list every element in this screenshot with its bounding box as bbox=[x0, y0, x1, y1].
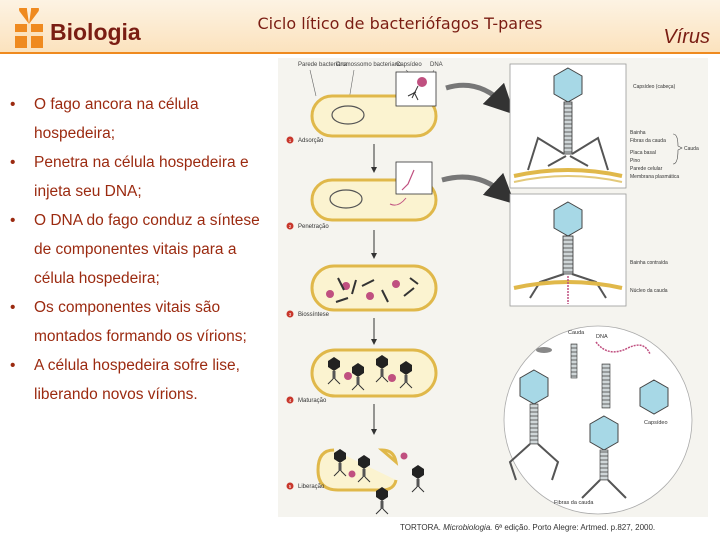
step3-cell bbox=[312, 266, 436, 310]
citation-work: Microbiologia. bbox=[443, 523, 492, 532]
step5-cell bbox=[318, 449, 424, 514]
detail1-label-fibers: Fibras da cauda bbox=[630, 138, 666, 144]
label-capsid-top: Capsídeo bbox=[396, 62, 422, 68]
step3-label: Biossíntese bbox=[298, 312, 330, 318]
detail1-label-tail: Cauda bbox=[684, 146, 699, 152]
step4-cell bbox=[312, 350, 436, 396]
brand-name: Biologia bbox=[50, 19, 141, 46]
step5-label: Liberação bbox=[298, 484, 325, 490]
assembly-label-tail: Cauda bbox=[568, 330, 585, 336]
detail-panel-penetration bbox=[510, 194, 626, 306]
detail1-label-capsid: Capsídeo (cabeça) bbox=[633, 84, 676, 90]
step4-label: Maturação bbox=[298, 398, 327, 404]
detail-panel-adsorption bbox=[510, 64, 626, 188]
detail2-label-core: Núcleo da cauda bbox=[630, 288, 668, 294]
assembly-diagram: Cauda DNA Capsídeo Fibras da cauda bbox=[504, 326, 692, 514]
bullet-item: A célula hospedeira sofre lise, liberand… bbox=[10, 351, 272, 409]
step1-label: Adsorção bbox=[298, 138, 324, 144]
step2-cell bbox=[312, 162, 436, 220]
header-divider bbox=[0, 52, 720, 54]
lytic-cycle-figure: Parede bacteriana Cromossomo bacteriano … bbox=[278, 58, 708, 517]
bullet-item: Penetra na célula hospedeira e injeta se… bbox=[10, 148, 272, 206]
label-chromosome: Cromossomo bacteriano bbox=[336, 62, 402, 68]
detail1-label-pin: Pino bbox=[630, 158, 640, 164]
bullet-item: O DNA do fago conduz a síntese de compon… bbox=[10, 206, 272, 293]
bullet-list: O fago ancora na célula hospedeira; Pene… bbox=[10, 90, 272, 409]
assembly-label-capsid: Capsídeo bbox=[644, 420, 668, 426]
label-dna-top: DNA bbox=[430, 62, 443, 68]
citation-author: TORTORA. bbox=[400, 523, 441, 532]
slide-title: Ciclo lítico de bacteriófagos T-pares bbox=[200, 14, 600, 33]
detail1-label-sheath: Bainha bbox=[630, 130, 646, 136]
step2-label: Penetração bbox=[298, 224, 329, 230]
assembly-label-fibers: Fibras da cauda bbox=[554, 500, 594, 506]
citation: TORTORA. Microbiologia. 6ª edição. Porto… bbox=[400, 523, 655, 532]
section-label: Vírus bbox=[663, 26, 710, 49]
citation-rest: 6ª edição. Porto Alegre: Artmed. p.827, … bbox=[495, 523, 655, 532]
detail1-label-wall: Parede celular bbox=[630, 166, 663, 172]
step1-cell bbox=[312, 72, 436, 136]
bullet-item: Os componentes vitais são montados forma… bbox=[10, 293, 272, 351]
detail1-label-baseplate: Placa basal bbox=[630, 150, 656, 156]
detail2-label-sheath: Bainha contraída bbox=[630, 260, 668, 266]
detail1-label-membrane: Membrana plasmática bbox=[630, 174, 679, 180]
bullet-item: O fago ancora na célula hospedeira; bbox=[10, 90, 272, 148]
biology-logo-icon bbox=[12, 8, 46, 48]
assembly-label-dna: DNA bbox=[596, 334, 608, 340]
